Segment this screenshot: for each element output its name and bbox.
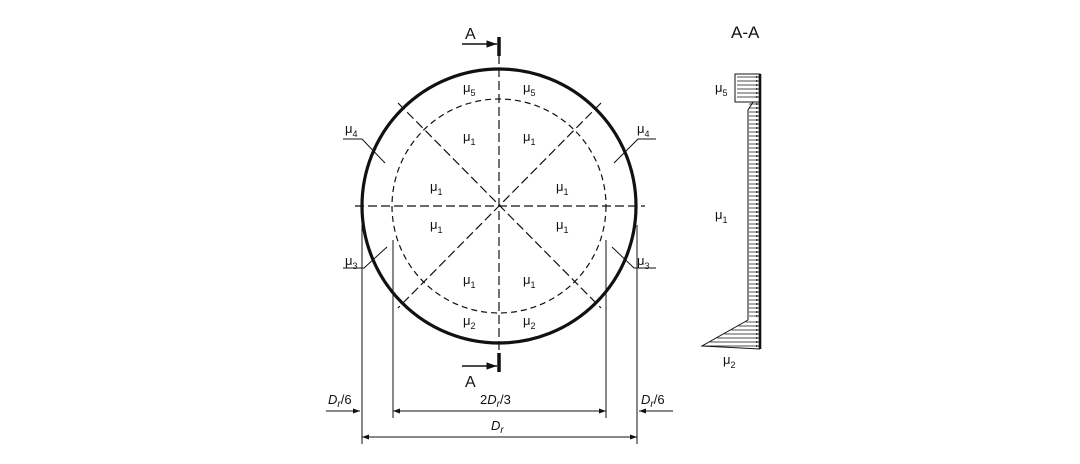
leader-mu3-left bbox=[343, 246, 388, 269]
section-label-top: A bbox=[465, 26, 476, 43]
dim-label-left-strip: Dr/6 bbox=[328, 392, 352, 410]
leader-mu4-left bbox=[343, 138, 386, 164]
dim-label-diameter: Dr bbox=[491, 418, 504, 436]
zone-label-mu1: μ1 bbox=[430, 217, 443, 235]
zone-label-mu3: μ3 bbox=[345, 253, 358, 271]
zone-label-mu5: μ5 bbox=[463, 80, 476, 98]
zone-labels: μ5 μ5 μ1 μ1 μ1 μ1 μ1 μ1 μ1 μ1 μ2 μ2 μ4 μ4 μ3 μ3 μ5 μ1 μ2 bbox=[345, 80, 736, 370]
zone-label-mu4: μ4 bbox=[345, 121, 358, 139]
section-profile bbox=[700, 73, 762, 350]
dim-label-right-strip: Dr/6 bbox=[641, 392, 665, 410]
zone-label-mu1: μ1 bbox=[463, 272, 476, 290]
dimension-labels: Dr/6 2Dr/3 Dr/6Dr bbox=[328, 392, 665, 436]
plate-plan-view bbox=[343, 37, 656, 372]
dim-label-central-strip: 2Dr/3 bbox=[480, 392, 511, 410]
zone-label-mu1: μ1 bbox=[523, 272, 536, 290]
zone-label-mu2: μ2 bbox=[463, 313, 476, 331]
leader-mu4-right bbox=[613, 138, 656, 164]
zone-label-mu1: μ1 bbox=[715, 207, 728, 225]
section-label-bottom: A bbox=[465, 374, 476, 391]
zone-label-mu1: μ1 bbox=[463, 129, 476, 147]
mu5-block bbox=[734, 73, 761, 103]
mu1-band bbox=[747, 101, 754, 320]
zone-label-mu3: μ3 bbox=[637, 253, 650, 271]
zone-label-mu2: μ2 bbox=[523, 313, 536, 331]
zone-label-mu1: μ1 bbox=[430, 179, 443, 197]
zone-label-mu4: μ4 bbox=[637, 121, 650, 139]
mu2-triangle bbox=[700, 319, 761, 350]
zone-label-mu1: μ1 bbox=[556, 217, 569, 235]
pressure-arrows bbox=[703, 75, 759, 348]
dimension-lines bbox=[326, 225, 673, 444]
leader-mu3-right bbox=[611, 246, 656, 269]
zone-label-mu1: μ1 bbox=[523, 129, 536, 147]
zone-label-mu2: μ2 bbox=[723, 352, 736, 370]
zone-label-mu1: μ1 bbox=[556, 179, 569, 197]
zone-label-mu5: μ5 bbox=[523, 80, 536, 98]
diagonal-axis-2 bbox=[397, 102, 602, 309]
zone-label-mu5: μ5 bbox=[715, 80, 728, 98]
section-view-title: A-A bbox=[731, 23, 760, 42]
